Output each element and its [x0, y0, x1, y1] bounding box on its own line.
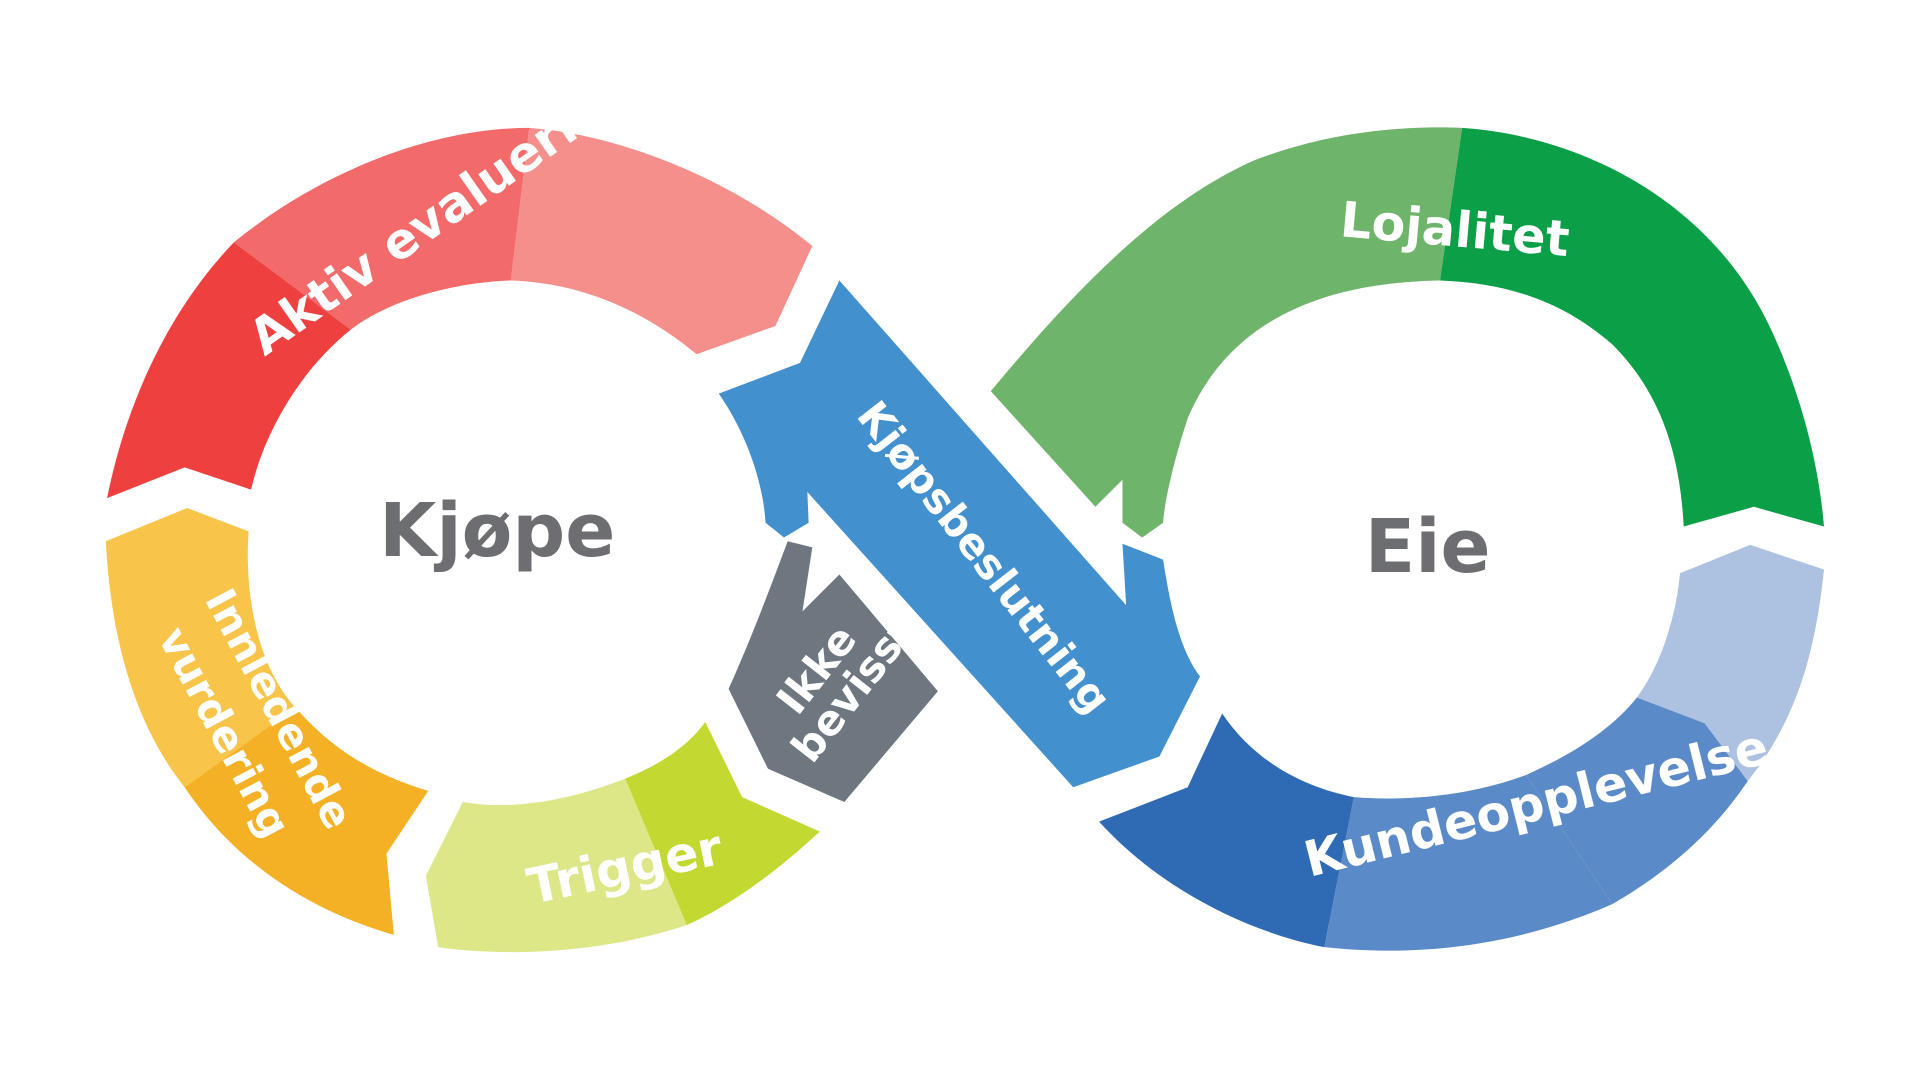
segment-trigger-dark[interactable]	[625, 722, 820, 926]
segment-ikke-bevisst[interactable]	[728, 541, 938, 803]
center-label-eie: Eie	[1365, 504, 1491, 590]
segment-kundeopplevelse-pale[interactable]	[1636, 544, 1824, 782]
segment-kundeopplevelse-dark[interactable]	[1099, 713, 1354, 948]
segment-kjopsbeslutning[interactable]	[718, 280, 1200, 788]
segment-lojalitet-dark[interactable]	[1440, 127, 1824, 527]
segment-trigger-light[interactable]	[425, 778, 687, 953]
segment-aktiv-evaluering-dark[interactable]	[107, 242, 351, 499]
center-label-kjope: Kjøpe	[379, 488, 615, 574]
segment-kundeopplevelse-soft-right[interactable]	[1526, 697, 1748, 905]
segment-kundeopplevelse-soft-mid[interactable]	[1324, 774, 1613, 951]
segment-innledende-vurdering-light[interactable]	[105, 508, 296, 788]
segment-aktiv-evaluering-mid[interactable]	[233, 127, 530, 330]
segment-innledende-vurdering-dark[interactable]	[184, 707, 429, 935]
segment-aktiv-evaluering-light[interactable]	[510, 127, 813, 355]
segment-lojalitet-light[interactable]	[990, 127, 1463, 538]
